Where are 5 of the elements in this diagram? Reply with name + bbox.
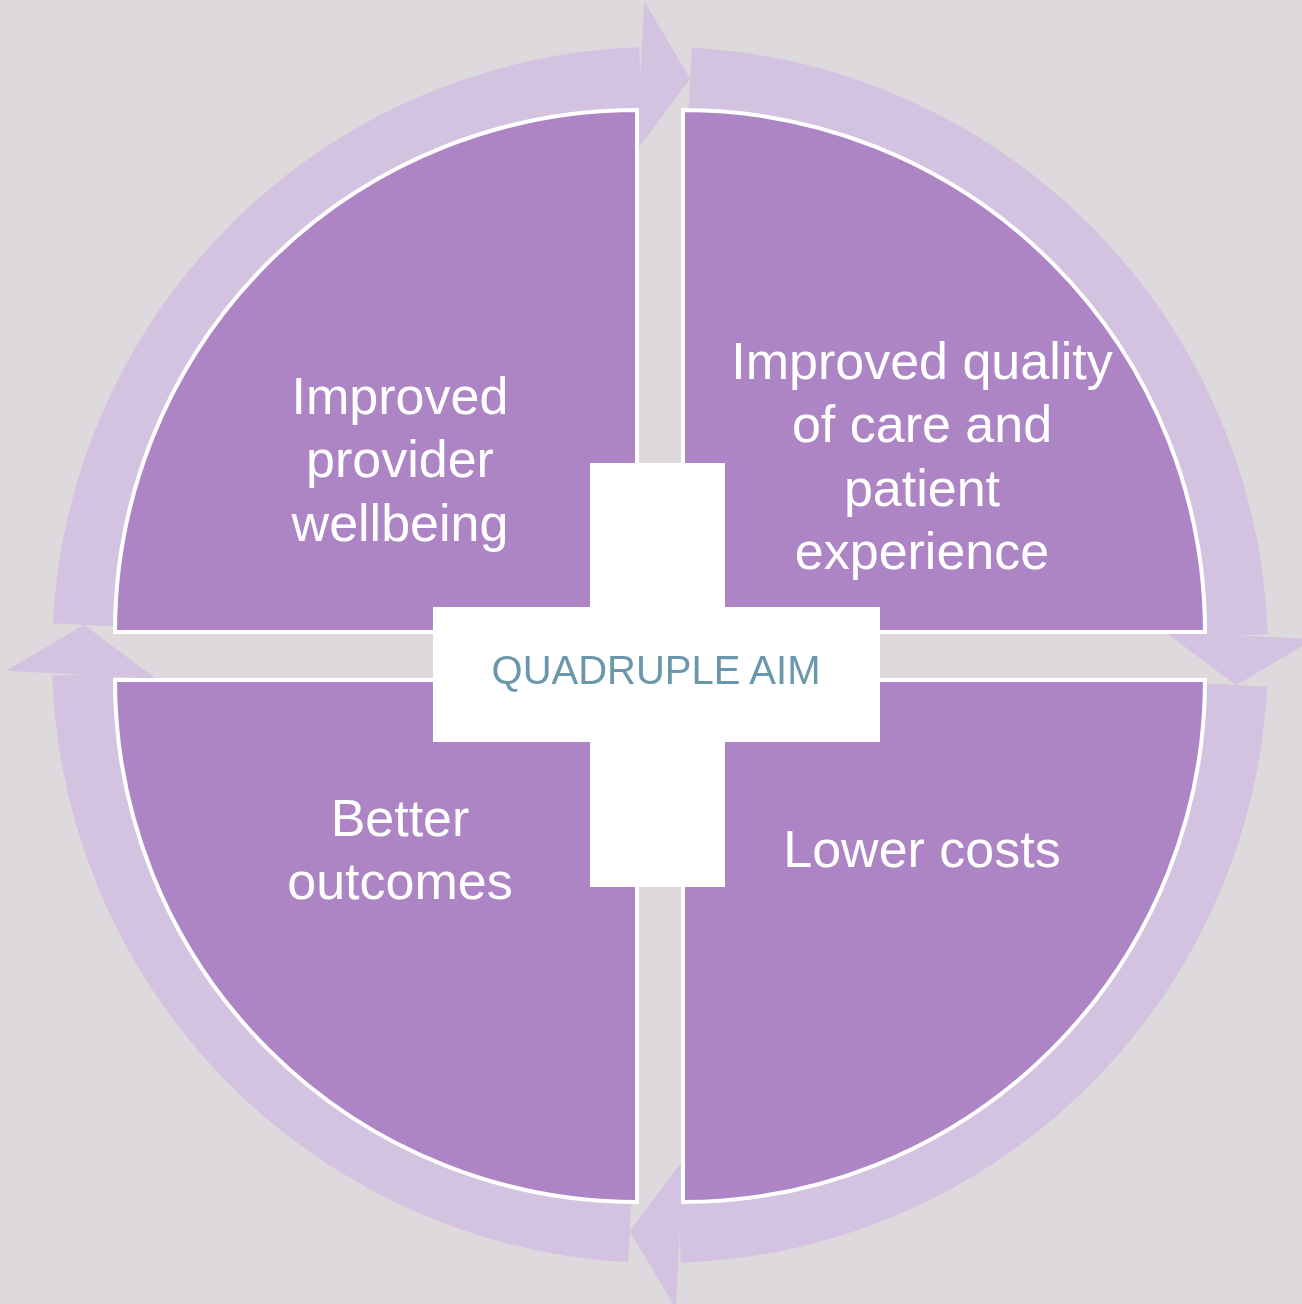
quadrant-label: Better outcomes [286,787,514,912]
quadrant-label: Improved quality of care and patient experience [730,331,1114,583]
center-title: QUADRUPLE AIM [491,647,821,693]
quadrant-label: Lower costs [782,819,1062,881]
quadrant-label: Improved provider wellbeing [290,365,510,554]
